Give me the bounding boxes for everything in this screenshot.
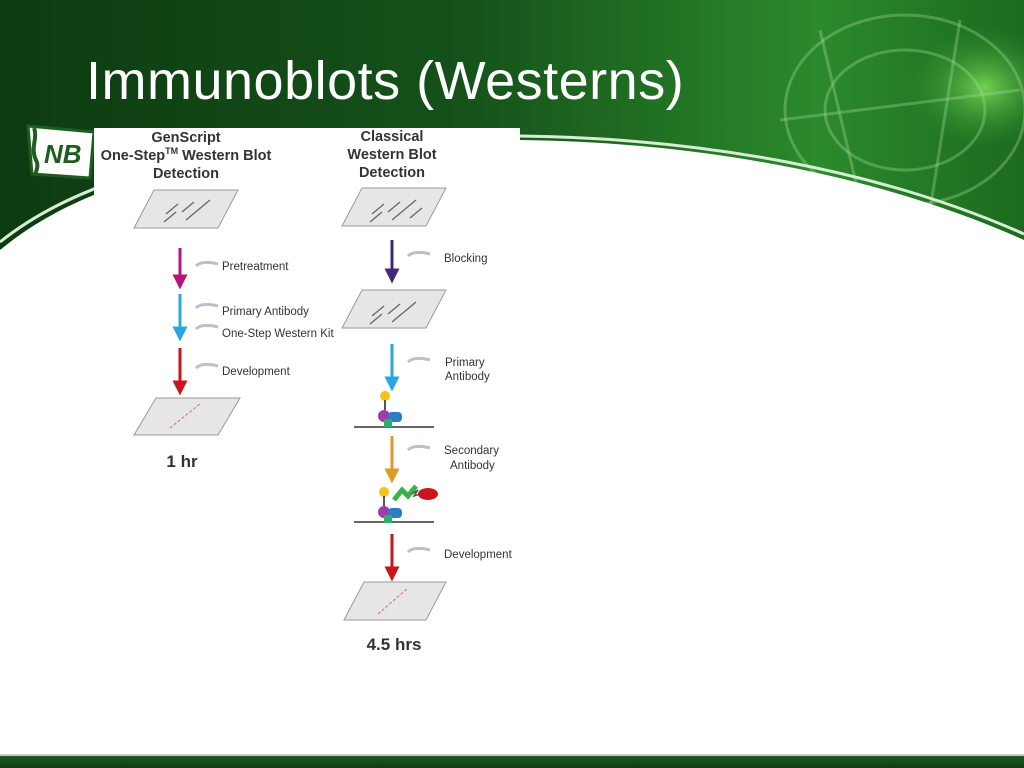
step-development-right: Development [444, 549, 513, 561]
slide-title: Immunoblots (Westerns) [86, 51, 685, 111]
step-pretreatment: Pretreatment [222, 261, 289, 273]
pointer-icon [406, 444, 431, 452]
footer-band [0, 754, 1024, 768]
pointer-icon [194, 260, 219, 268]
left-heading-line2: One-StepTM Western Blot [101, 146, 272, 164]
left-membrane-start [133, 189, 239, 229]
left-membrane-developed [133, 397, 241, 436]
logo-text: NB [44, 139, 82, 169]
pointer-icon [194, 362, 219, 370]
step-primary-antibody: Primary Antibody [222, 306, 309, 318]
right-membrane-start [341, 187, 447, 227]
time-left: 1 hr [166, 452, 198, 471]
western-blot-comparison-diagram: GenScript One-StepTM Western Blot Detect… [94, 128, 520, 660]
step-secondary-antibody-line1: Secondary [444, 445, 499, 457]
right-membrane-developed [343, 581, 447, 621]
pointer-icon [406, 546, 431, 554]
pointer-icon [406, 250, 431, 258]
pointer-icon [406, 356, 431, 364]
step-primary-antibody-right-line2: Antibody [445, 371, 490, 383]
left-heading-line3: Detection [153, 166, 219, 182]
right-membrane-blocked [341, 289, 447, 329]
secondary-antibody-binding-icon [354, 484, 438, 523]
left-heading-tm: TM [165, 146, 178, 156]
pointer-icon [194, 323, 219, 331]
right-heading-line1: Classical [361, 129, 424, 145]
step-development-left: Development [222, 366, 291, 378]
step-primary-antibody-right-line1: Primary [445, 357, 485, 369]
left-heading-onestep: One-Step [101, 148, 166, 164]
step-secondary-antibody-line2: Antibody [450, 460, 495, 472]
primary-antibody-binding-icon [354, 391, 434, 428]
step-blocking: Blocking [444, 253, 487, 265]
nbc-logo: NB [24, 118, 104, 188]
right-heading-line3: Detection [359, 165, 425, 181]
right-heading-line2: Western Blot [347, 147, 436, 163]
left-heading-line1: GenScript [151, 130, 220, 146]
time-right: 4.5 hrs [367, 635, 422, 654]
left-heading-westernblot: Western Blot [178, 148, 271, 164]
pointer-icon [194, 302, 219, 310]
step-one-step-kit: One-Step Western Kit [222, 328, 334, 340]
